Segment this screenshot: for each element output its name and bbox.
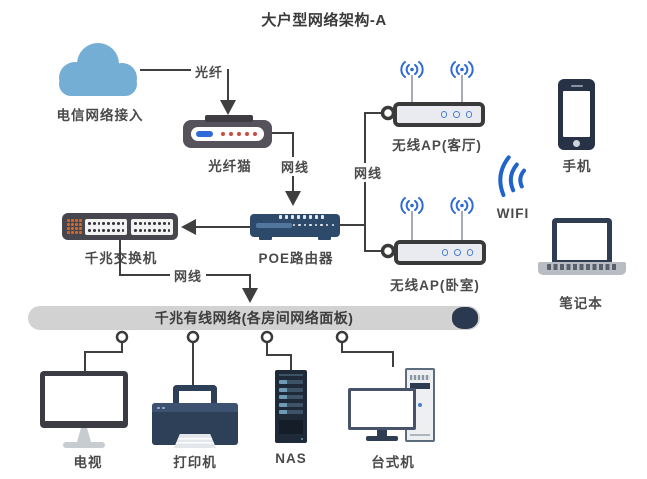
- fiber-cable-line: [140, 69, 229, 100]
- ap-living-label: 无线AP(客厅): [392, 138, 482, 153]
- printer-icon: [152, 403, 238, 448]
- laptop-label: 笔记本: [559, 296, 603, 311]
- antenna-signal-icon: [450, 61, 474, 78]
- laptop-base: [538, 262, 626, 275]
- poe-router-icon: [250, 214, 340, 240]
- wireless-ap-bedroom-icon: [394, 240, 486, 265]
- ap1-antennas: [411, 75, 463, 102]
- switch-panel-cable-label: 网线: [169, 266, 207, 285]
- wired-panel-label: 千兆有线网络(各房间网络面板): [154, 310, 354, 326]
- wired-network-bus: 千兆有线网络(各房间网络面板): [28, 306, 480, 330]
- panel-port-1-dot: [115, 330, 129, 344]
- arrow-down-panel-icon: [242, 288, 258, 303]
- desktop-label: 台式机: [371, 455, 415, 470]
- arrow-down-modem-icon: [220, 100, 236, 115]
- antenna-signal-icon: [400, 61, 424, 78]
- diagram-title: 大户型网络架构-A: [261, 12, 387, 29]
- router-label: POE路由器: [258, 251, 334, 266]
- printer-label: 打印机: [173, 455, 217, 470]
- desktop-monitor-stand: [377, 430, 387, 436]
- printer-top: [173, 385, 217, 407]
- desktop-drop-line: [341, 342, 394, 367]
- desktop-monitor-icon: [348, 388, 416, 430]
- ap2-antennas: [411, 211, 463, 240]
- tv-icon: [40, 371, 128, 428]
- modem-label: 光纤猫: [208, 159, 252, 174]
- tv-stand-base: [63, 442, 105, 448]
- cloud-icon: [59, 43, 137, 96]
- tv-label: 电视: [73, 455, 103, 470]
- nas-icon: [275, 370, 307, 443]
- antenna-signal-icon: [450, 197, 474, 214]
- fiber-cable-label: 光纤: [190, 62, 228, 81]
- panel-port-3-dot: [260, 330, 274, 344]
- ap1-connector-dot: [380, 105, 396, 121]
- laptop-icon: [552, 218, 612, 264]
- tv-stand: [77, 428, 91, 442]
- nas-drop-line: [266, 342, 292, 370]
- cloud-label: 电信网络接入: [56, 108, 144, 123]
- phone-icon: [558, 79, 595, 150]
- modem-router-cable-label: 网线: [276, 157, 314, 176]
- gigabit-switch-icon: [62, 213, 178, 240]
- ap-bedroom-label: 无线AP(卧室): [390, 278, 480, 293]
- arrow-left-switch-icon: [181, 219, 196, 235]
- bus-endpoint-icon: [452, 307, 478, 329]
- wifi-icon: [498, 155, 527, 197]
- wireless-ap-living-icon: [393, 102, 485, 127]
- desktop-monitor-base: [366, 436, 398, 441]
- wifi-label: WIFI: [496, 206, 530, 221]
- phone-label: 手机: [562, 159, 592, 174]
- router-ap-cable-label: 网线: [349, 163, 387, 182]
- panel-port-2-dot: [186, 330, 200, 344]
- panel-port-4-dot: [335, 330, 349, 344]
- nas-label: NAS: [275, 451, 307, 466]
- arrow-down-router-icon: [285, 191, 301, 206]
- tv-drop-line: [84, 342, 123, 371]
- antenna-signal-icon: [400, 197, 424, 214]
- ap-trunk-line: [364, 112, 381, 252]
- ap2-connector-dot: [380, 243, 396, 259]
- fiber-modem-icon: [183, 115, 272, 148]
